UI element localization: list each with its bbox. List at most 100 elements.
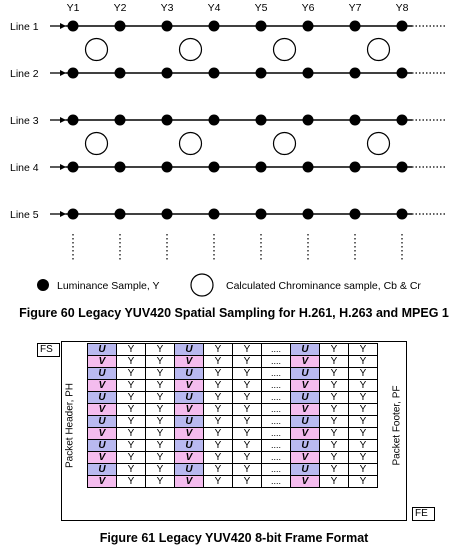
ellipsis-cell: .... bbox=[261, 391, 291, 404]
luma-sample bbox=[208, 114, 220, 126]
v-cell: V bbox=[87, 379, 117, 392]
luma-sample bbox=[161, 208, 173, 220]
y-cell: Y bbox=[116, 415, 146, 428]
column-label: Y3 bbox=[161, 2, 174, 14]
line-arrowhead bbox=[60, 117, 66, 123]
y-cell: Y bbox=[232, 343, 262, 356]
chroma-sample bbox=[178, 131, 203, 156]
luma-sample bbox=[67, 208, 79, 220]
y-cell: Y bbox=[348, 475, 378, 488]
y-cell: Y bbox=[232, 451, 262, 464]
y-cell: Y bbox=[116, 463, 146, 476]
ellipsis-cell: .... bbox=[261, 439, 291, 452]
v-cell: V bbox=[290, 379, 320, 392]
luma-sample bbox=[255, 20, 267, 32]
u-cell: U bbox=[87, 463, 117, 476]
y-cell: Y bbox=[319, 367, 349, 380]
chroma-samples bbox=[84, 37, 391, 156]
y-cell: Y bbox=[348, 415, 378, 428]
v-cell: V bbox=[87, 427, 117, 440]
luma-sample bbox=[67, 67, 79, 79]
y-cell: Y bbox=[319, 379, 349, 392]
chroma-sample bbox=[272, 37, 297, 62]
v-cell: V bbox=[174, 427, 204, 440]
y-cell: Y bbox=[116, 427, 146, 440]
v-cell: V bbox=[290, 427, 320, 440]
luma-sample bbox=[302, 114, 314, 126]
luma-sample bbox=[349, 67, 361, 79]
y-cell: Y bbox=[319, 427, 349, 440]
y-cell: Y bbox=[348, 427, 378, 440]
legend-chroma-label: Calculated Chrominance sample, Cb & Cr bbox=[226, 280, 421, 292]
y-cell: Y bbox=[203, 355, 233, 368]
continuation-dashes bbox=[72, 234, 403, 260]
y-cell: Y bbox=[232, 415, 262, 428]
v-cell: V bbox=[290, 403, 320, 416]
line-arrowhead bbox=[60, 164, 66, 170]
luma-sample bbox=[67, 161, 79, 173]
y-cell: Y bbox=[319, 415, 349, 428]
y-cell: Y bbox=[145, 475, 175, 488]
u-cell: U bbox=[87, 439, 117, 452]
y-cell: Y bbox=[203, 439, 233, 452]
luma-sample bbox=[349, 20, 361, 32]
y-cell: Y bbox=[348, 451, 378, 464]
y-cell: Y bbox=[203, 403, 233, 416]
v-cell: V bbox=[290, 475, 320, 488]
luma-sample bbox=[396, 208, 408, 220]
luma-sample bbox=[208, 208, 220, 220]
y-cell: Y bbox=[232, 367, 262, 380]
frame-start-tag: FS bbox=[37, 343, 60, 357]
y-cell: Y bbox=[203, 379, 233, 392]
y-cell: Y bbox=[348, 367, 378, 380]
column-label: Y5 bbox=[255, 2, 268, 14]
y-cell: Y bbox=[145, 463, 175, 476]
y-cell: Y bbox=[116, 403, 146, 416]
u-cell: U bbox=[174, 415, 204, 428]
y-cell: Y bbox=[348, 403, 378, 416]
figure-60-caption: Figure 60 Legacy YUV420 Spatial Sampling… bbox=[19, 306, 449, 320]
v-cell: V bbox=[174, 379, 204, 392]
y-cell: Y bbox=[348, 463, 378, 476]
ellipsis-cell: .... bbox=[261, 451, 291, 464]
y-cell: Y bbox=[203, 451, 233, 464]
y-cell: Y bbox=[319, 391, 349, 404]
y-cell: Y bbox=[203, 367, 233, 380]
y-cell: Y bbox=[116, 343, 146, 356]
column-label: Y8 bbox=[396, 2, 409, 14]
column-label: Y1 bbox=[67, 2, 80, 14]
luma-sample bbox=[67, 20, 79, 32]
y-cell: Y bbox=[319, 451, 349, 464]
ellipsis-cell: .... bbox=[261, 403, 291, 416]
luma-sample bbox=[396, 161, 408, 173]
luma-sample bbox=[255, 161, 267, 173]
y-cell: Y bbox=[145, 379, 175, 392]
line-label: Line 3 bbox=[10, 115, 39, 127]
line-label: Line 2 bbox=[10, 68, 39, 80]
y-cell: Y bbox=[203, 427, 233, 440]
luma-sample bbox=[255, 208, 267, 220]
y-cell: Y bbox=[319, 439, 349, 452]
y-cell: Y bbox=[232, 403, 262, 416]
u-cell: U bbox=[290, 463, 320, 476]
column-label: Y4 bbox=[208, 2, 221, 14]
frame-end-tag: FE bbox=[412, 507, 435, 521]
luma-sample bbox=[302, 20, 314, 32]
y-cell: Y bbox=[348, 379, 378, 392]
luma-sample bbox=[396, 67, 408, 79]
v-cell: V bbox=[87, 451, 117, 464]
column-label: Y6 bbox=[302, 2, 315, 14]
y-cell: Y bbox=[145, 451, 175, 464]
y-cell: Y bbox=[145, 415, 175, 428]
y-cell: Y bbox=[319, 403, 349, 416]
y-cell: Y bbox=[203, 343, 233, 356]
